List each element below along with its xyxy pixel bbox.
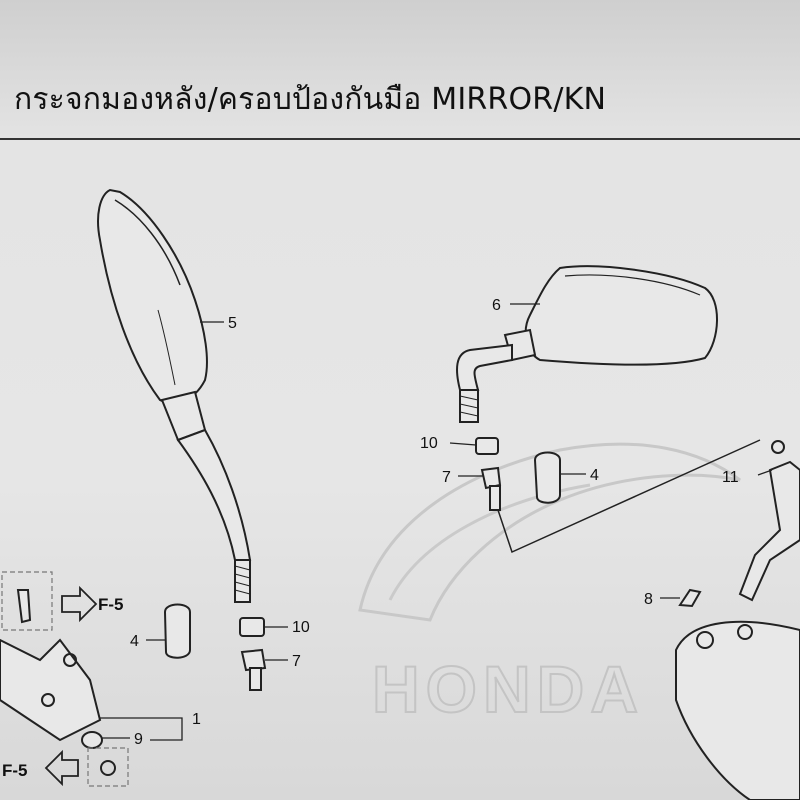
left-mirror-edge — [114, 199, 181, 286]
left-bolt-shaft-part-7 — [249, 667, 262, 691]
diagram-title: กระจกมองหลัง/ครอบป้องกันมือ MIRROR/KN — [14, 82, 607, 117]
callout-4-left: 4 — [130, 633, 139, 650]
f5-upper-label: F-5 — [98, 595, 124, 614]
right-assembly-line — [497, 439, 761, 554]
callout-8: 8 — [644, 591, 653, 608]
title-divider — [0, 138, 800, 140]
callout-1: 1 — [192, 711, 201, 728]
callout-6: 6 — [492, 297, 501, 314]
clamp-hole-1 — [63, 653, 77, 667]
f5-lower-label: F-5 — [2, 761, 28, 780]
left-handlebar-fragment — [0, 571, 129, 787]
f5-lower-dashed-box — [87, 747, 129, 787]
right-mirror-edge — [564, 274, 701, 296]
callout-numbers: 5 6 10 7 4 11 8 4 10 7 9 1 F-5 F-5 — [2, 297, 739, 780]
leader-11 — [757, 469, 773, 476]
right-mirror-part-6 — [456, 265, 718, 423]
left-small-parts — [81, 603, 267, 749]
left-mirror-stem — [176, 428, 252, 561]
leader-10-right — [449, 442, 477, 446]
right-handguard-parts — [675, 440, 800, 800]
hand-guard-body — [675, 620, 800, 800]
bolt-head-part-8 — [678, 588, 702, 608]
callout-9: 9 — [134, 731, 143, 748]
f5-reference-arrows — [44, 585, 98, 787]
right-thread-lines — [459, 395, 479, 417]
leader-1 — [100, 717, 183, 741]
callout-4-right: 4 — [590, 467, 599, 484]
left-bolt-in-box — [16, 589, 32, 624]
part-11-washer — [771, 440, 785, 454]
leader-lines — [100, 303, 773, 741]
hand-guard-mount-hole — [696, 631, 714, 649]
f5-upper-arrow-icon — [61, 585, 98, 623]
callout-7-left: 7 — [292, 653, 301, 670]
right-mirror-housing — [524, 265, 718, 366]
watermark-text: HONDA — [372, 652, 644, 726]
left-weight-part-4 — [163, 603, 191, 659]
left-mirror-part-5 — [97, 188, 252, 603]
left-mirror-housing — [97, 188, 208, 405]
hand-guard-mount-hole-2 — [737, 624, 753, 640]
nut-in-box — [100, 760, 116, 776]
left-nut-part-10 — [239, 617, 265, 637]
callout-10-right: 10 — [420, 435, 438, 452]
right-mirror-stem — [456, 343, 513, 391]
left-mirror-glass-line — [157, 309, 176, 386]
f5-upper-dashed-box — [1, 571, 53, 631]
right-weight-part-4 — [533, 451, 561, 504]
callout-7-right: 7 — [442, 469, 451, 486]
left-collar-part-9 — [81, 731, 103, 749]
right-nut-part-10 — [475, 437, 499, 455]
right-small-parts — [475, 437, 761, 554]
handguard-bracket — [738, 460, 800, 602]
callout-10-left: 10 — [292, 619, 310, 636]
callout-11: 11 — [722, 469, 739, 486]
right-bolt-shaft-part-7 — [489, 485, 501, 511]
handlebar-clamp — [0, 638, 102, 742]
callout-5: 5 — [228, 315, 237, 332]
clamp-hole-2 — [41, 693, 55, 707]
f5-lower-arrow-icon — [44, 749, 79, 787]
left-bolt-head-part-7 — [240, 648, 267, 672]
wing-logo-shape — [358, 442, 741, 622]
left-thread-lines — [234, 565, 251, 595]
